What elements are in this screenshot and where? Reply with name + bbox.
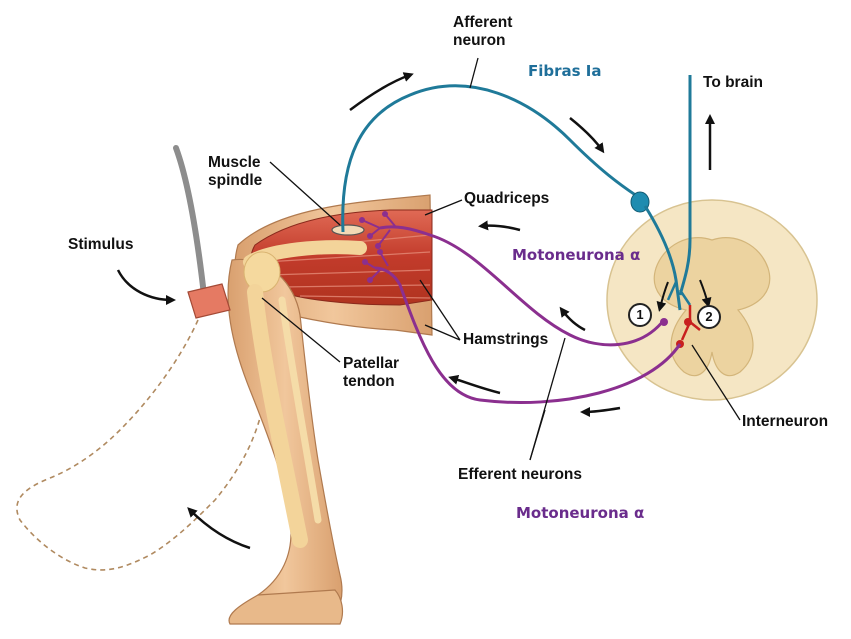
leg-rest-outline (16, 319, 263, 571)
efferent-neuron-hamstrings (374, 266, 682, 404)
stimulus-label: Stimulus (68, 236, 134, 253)
patella-bone (243, 251, 281, 293)
arrow-efferent-low (580, 406, 621, 417)
neuromuscular-endings-quad (361, 213, 396, 247)
fibras-ia-label: Fibras Ia (528, 62, 602, 80)
afferent-label-line2: neuron (453, 32, 506, 49)
motoneurona-label-1: Motoneurona α (512, 246, 641, 264)
afferent-branches (666, 281, 692, 306)
patellar-line1: Patellar (343, 355, 400, 372)
fibula-bone (278, 296, 322, 524)
muscle-spindle-line2: spindle (208, 172, 263, 189)
muscle-spindle-label: Muscle spindle (208, 154, 262, 190)
muscle-spindle-line1: Muscle (208, 154, 261, 171)
hamstrings-label: Hamstrings (463, 331, 549, 348)
foot (228, 589, 344, 625)
ascending-tract (678, 75, 692, 296)
arrow-afferent-1 (349, 72, 414, 112)
patellar-line2: tendon (343, 373, 395, 390)
afferent-neuron-path (341, 84, 641, 233)
arrow-ham-efferent (448, 374, 501, 395)
quadriceps-label: Quadriceps (464, 190, 550, 207)
arrow-cord-1 (656, 281, 669, 312)
arrow-cord-2 (699, 279, 712, 308)
arrow-efferent-mid (559, 306, 586, 332)
to-brain-label: To brain (703, 74, 763, 91)
efferent-neurons-label: Efferent neurons (458, 466, 583, 483)
arrow-quad-efferent (478, 220, 521, 232)
efferent-neuron-quadriceps (379, 225, 666, 347)
leader-lines (261, 57, 741, 461)
arrow-leg-kick (187, 507, 251, 550)
arrow-afferent-2 (569, 117, 605, 154)
reflex-hammer-handle (173, 145, 207, 298)
afferent-neuron-entry (643, 205, 682, 311)
arrow-stimulus (116, 269, 176, 305)
tibia-bone (247, 284, 308, 548)
motoneuron-body-1 (660, 318, 668, 326)
muscle-spindle-shape (331, 224, 365, 236)
motoneurona-label-2: Motoneurona α (516, 504, 645, 522)
reflex-hammer-head (187, 283, 231, 319)
endplate-dots (359, 211, 388, 283)
interneuron-label: Interneuron (742, 413, 829, 430)
afferent-neuron-label: Afferent neuron (453, 14, 512, 50)
patellar-tendon-label: Patellar tendon (343, 355, 399, 391)
step-number-1: 1 (628, 303, 652, 327)
interneuron-body (684, 318, 692, 326)
afferent-label-line1: Afferent (453, 14, 513, 31)
step-number-2: 2 (697, 305, 721, 329)
